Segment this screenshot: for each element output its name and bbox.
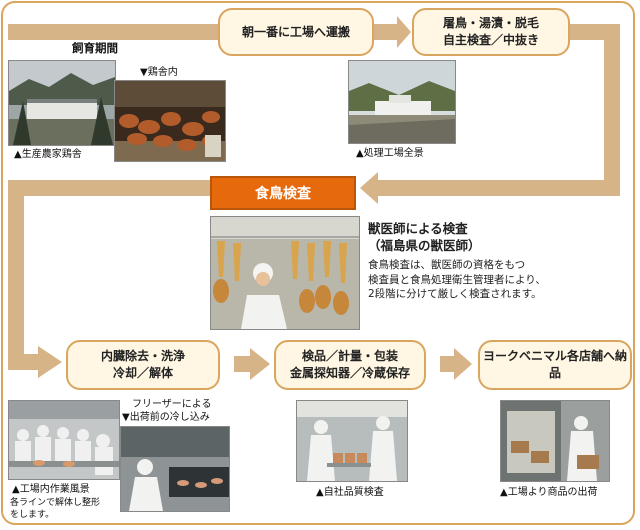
step-slaughter: 屠鳥・湯漬・脱毛 自主検査／中抜き	[412, 8, 570, 56]
flow-pipe-bottom-left	[8, 354, 38, 370]
step-label-line2: 自主検査／中抜き	[442, 33, 539, 47]
arrow-left-icon	[360, 172, 378, 204]
factory-work-image	[9, 401, 119, 479]
shipping-photo	[500, 400, 610, 482]
vet-desc-line1: 食鳥検査は、獣医師の資格をもつ	[368, 259, 526, 271]
poultry-inspection-label: 食鳥検査	[255, 186, 311, 202]
freezer-image	[121, 427, 229, 511]
factory-work-note-line1: 各ラインで解体し整形	[10, 498, 101, 508]
vet-inspection-image	[211, 217, 359, 329]
quality-check-image	[297, 401, 407, 481]
step-label-line2: 冷却／解体	[112, 366, 173, 380]
farm-henhouse-image	[9, 61, 115, 145]
flow-pipe-mid-right	[378, 180, 620, 196]
step-label-line2: 金属探知器／冷蔵保存	[289, 366, 410, 380]
step-evisceration: 内臓除去・洗浄 冷却／解体	[66, 340, 220, 390]
flow-pipe-top-left	[8, 24, 218, 40]
freezer-label-line1: フリーザーによる	[132, 399, 212, 410]
shipping-image	[501, 401, 609, 481]
diagram-frame	[1, 1, 635, 525]
vet-title: 獣医師による検査 （福島県の獣医師）	[368, 220, 481, 254]
freezer-photo	[120, 426, 230, 512]
flow-pipe-bottom-mid2	[440, 356, 454, 372]
step-label-line1: 検品／計量・包装	[301, 349, 398, 363]
factory-work-note-line2: をします。	[10, 510, 55, 520]
factory-work-caption: ▲工場内作業風景	[12, 484, 90, 495]
flow-pipe-bottom-mid1	[234, 356, 250, 372]
quality-check-caption: ▲自社品質検査	[316, 487, 384, 498]
farm-henhouse-caption: ▲生産農家鶏舎	[14, 149, 82, 160]
henhouse-inside-label: ▼鶏舎内	[140, 67, 178, 78]
step-morning-transport: 朝一番に工場へ運搬	[218, 8, 374, 56]
shipping-caption: ▲工場より商品の出荷	[500, 487, 598, 498]
step-packing: 検品／計量・包装 金属探知器／冷蔵保存	[274, 340, 426, 390]
flow-pipe-top-mid	[374, 24, 398, 40]
quality-check-photo	[296, 400, 408, 482]
factory-work-photo	[8, 400, 120, 480]
arrow-right-icon	[454, 348, 472, 380]
flow-pipe-right-down	[604, 24, 620, 196]
vet-inspection-photo	[210, 216, 360, 330]
chickens-image	[115, 81, 225, 161]
flow-pipe-mid-left	[8, 180, 212, 196]
plant-overview-image	[349, 61, 455, 143]
vet-description: 食鳥検査は、獣医師の資格をもつ 検査員と食鳥処理衛生管理者により、 2段階に分け…	[368, 258, 546, 302]
freezer-label-line2: ▼出荷前の冷し込み	[122, 412, 210, 423]
step-delivery: ヨークベニマル各店舗へ納品	[478, 340, 632, 390]
rearing-period-label: 飼育期間	[72, 41, 118, 55]
plant-overview-photo	[348, 60, 456, 144]
step-label: 朝一番に工場へ運搬	[241, 24, 350, 39]
plant-overview-caption: ▲処理工場全景	[356, 148, 424, 159]
vet-title-line1: 獣医師による検査	[368, 221, 468, 236]
henhouse-inside-photo	[114, 80, 226, 162]
vet-desc-line3: 2段階に分けて厳しく検査されます。	[368, 288, 542, 300]
step-label-line1: 内臓除去・洗浄	[100, 349, 185, 363]
flow-pipe-left-down	[8, 180, 24, 370]
vet-desc-line2: 検査員と食鳥処理衛生管理者により、	[368, 273, 546, 286]
arrow-right-icon	[38, 346, 62, 378]
vet-title-line2: （福島県の獣医師）	[368, 238, 481, 253]
step-label: ヨークベニマル各店舗へ納品	[482, 349, 627, 380]
poultry-inspection-title: 食鳥検査	[210, 176, 356, 210]
arrow-right-icon	[250, 348, 270, 380]
arrow-right-icon	[397, 16, 411, 48]
farm-henhouse-photo	[8, 60, 116, 146]
step-label-line1: 屠鳥・湯漬・脱毛	[442, 16, 539, 30]
